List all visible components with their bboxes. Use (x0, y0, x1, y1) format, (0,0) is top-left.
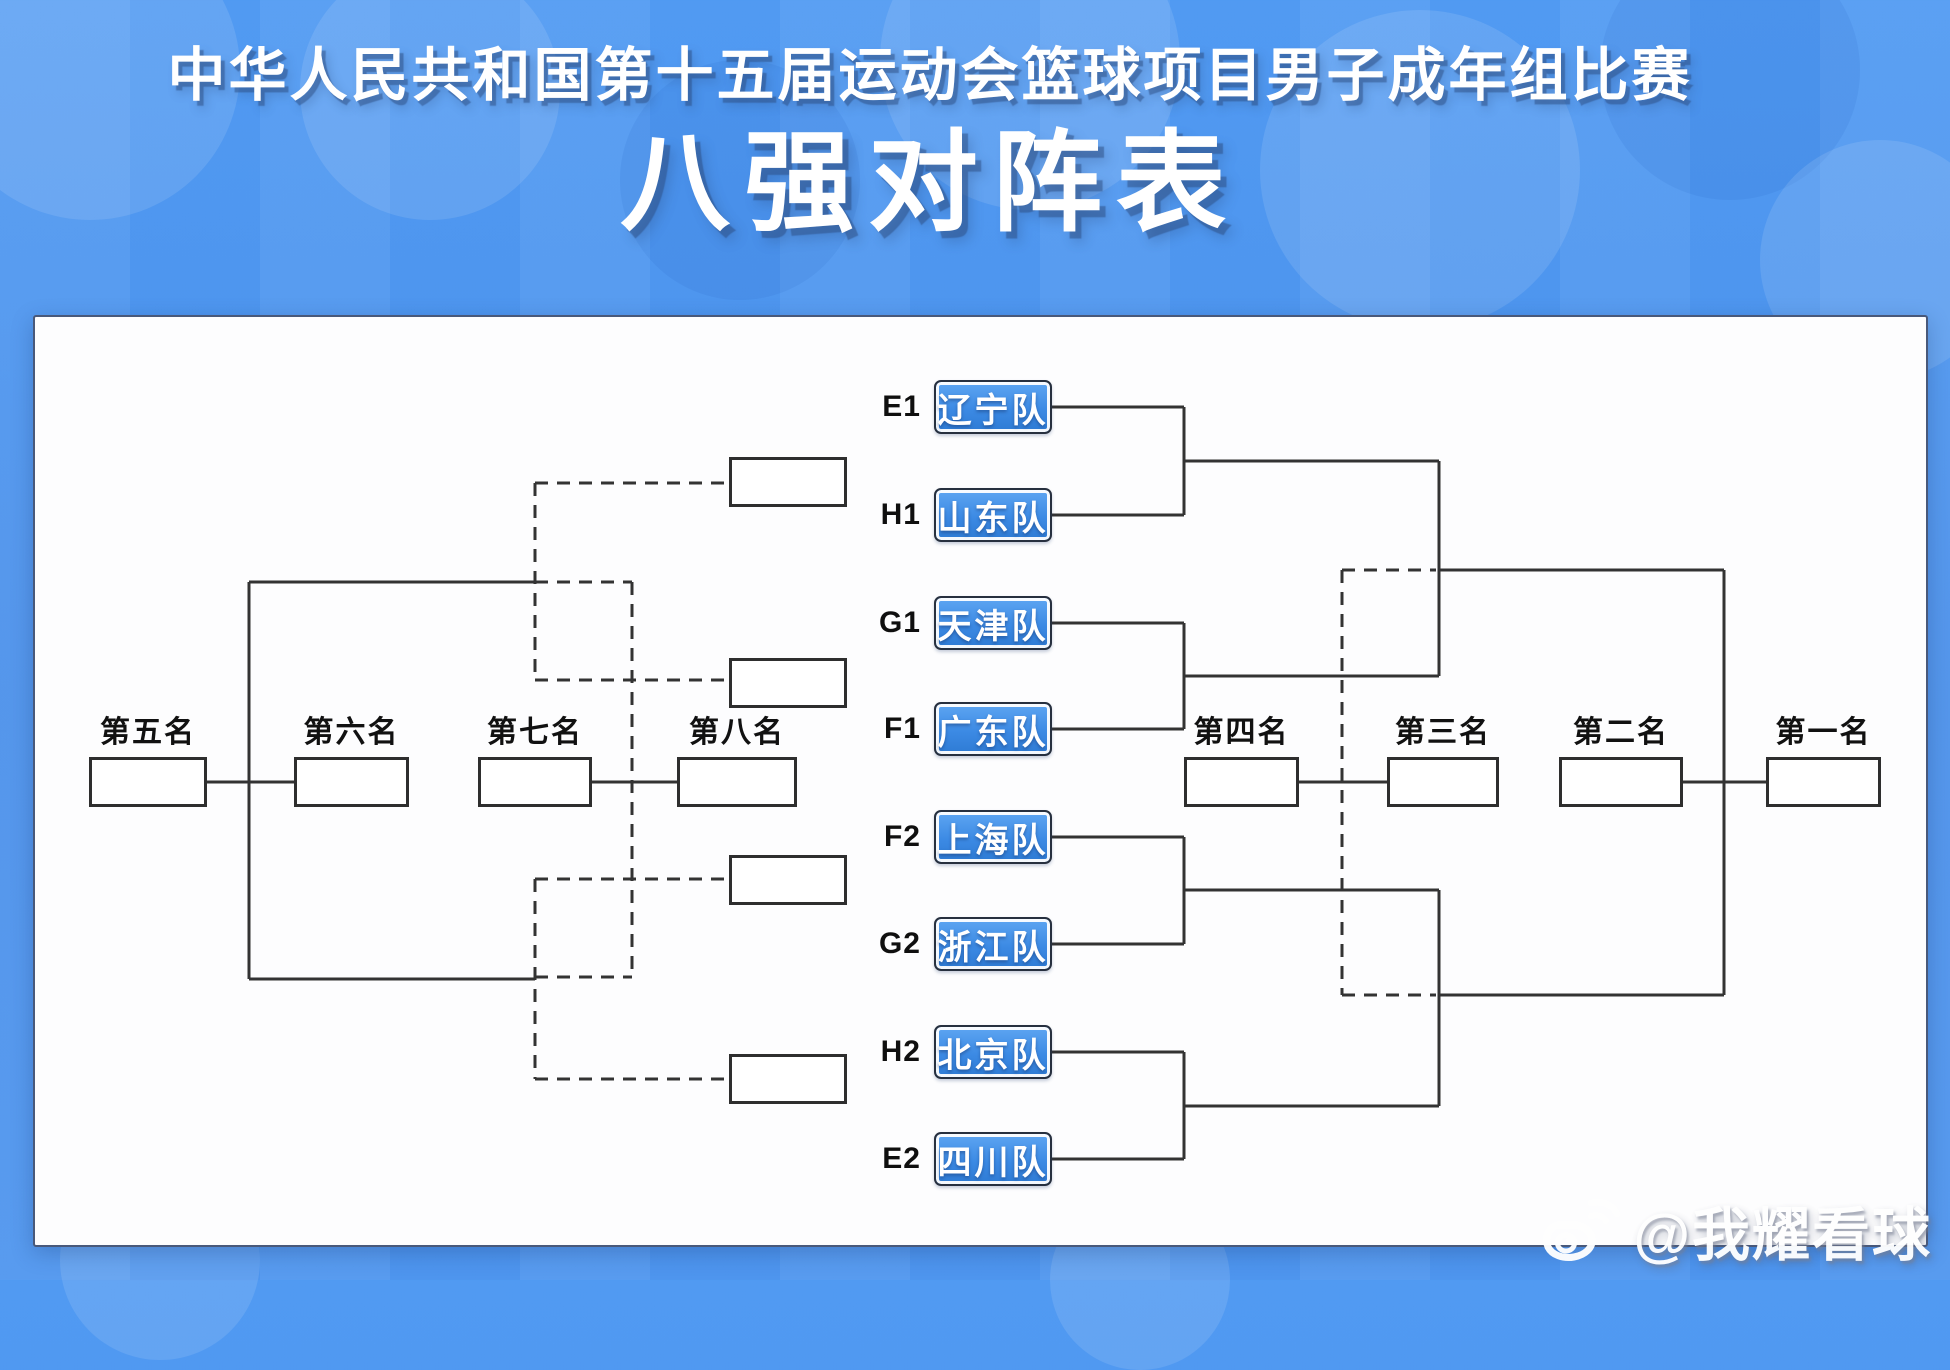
page: { "header": { "title": "中华人民共和国第十五届运动会篮球… (0, 0, 1950, 1280)
team-name: 山东队 (937, 499, 1049, 538)
team-row-h1: H1 山东队 (815, 488, 1052, 542)
placement-box-3rd (1387, 757, 1499, 807)
bracket-lines (207, 405, 1766, 1161)
placement-box-2nd (1559, 757, 1683, 807)
team-name: 辽宁队 (937, 391, 1049, 430)
placement-box-1st (1766, 757, 1881, 807)
team-box: 浙江队 (934, 917, 1052, 971)
placement-label-3rd: 第三名 (1395, 716, 1491, 749)
team-box: 北京队 (934, 1025, 1052, 1079)
bracket-panel: 第五名 第六名 第七名 第八名 第四名 第三名 第二名 第一名 E1 辽宁队 H… (33, 315, 1928, 1247)
seed-label: H1 (880, 498, 921, 531)
consolation-box-2 (729, 658, 847, 708)
team-box: 天津队 (934, 596, 1052, 650)
placement-box-4th (1184, 757, 1299, 807)
watermark-handle: @我耀看球 (1633, 1203, 1932, 1268)
team-row-g2: G2 浙江队 (815, 917, 1052, 971)
team-box: 四川队 (934, 1132, 1052, 1186)
seed-label: G2 (878, 927, 921, 960)
placement-label-1st: 第一名 (1775, 716, 1872, 749)
header: 中华人民共和国第十五届运动会篮球项目男子成年组比赛 八强对阵表 (0, 40, 1860, 241)
placement-label-6th: 第六名 (303, 716, 400, 749)
team-name: 广东队 (937, 713, 1049, 752)
consolation-box-4 (729, 1054, 847, 1104)
placement-label-7th: 第七名 (487, 716, 583, 749)
placement-label-4th: 第四名 (1193, 716, 1290, 749)
placement-box-8th (677, 757, 797, 807)
seed-label: E2 (882, 1142, 921, 1175)
seed-label: H2 (880, 1035, 921, 1068)
consolation-box-3 (729, 855, 847, 905)
seed-label: F1 (883, 712, 921, 745)
team-box: 广东队 (934, 702, 1052, 756)
watermark: @我耀看球 (1539, 1188, 1932, 1272)
placement-box-6th (294, 757, 409, 807)
background-circle (300, 0, 560, 220)
team-row-e2: E2 四川队 (815, 1132, 1052, 1186)
team-box: 山东队 (934, 488, 1052, 542)
team-name: 上海队 (937, 821, 1049, 860)
team-name: 天津队 (937, 607, 1049, 646)
background-circle (620, 60, 860, 300)
team-name: 北京队 (937, 1036, 1049, 1075)
team-row-f2: F2 上海队 (815, 810, 1052, 864)
seed-label: G1 (878, 606, 921, 639)
seed-label: F2 (883, 820, 921, 853)
placement-label-2nd: 第二名 (1573, 716, 1669, 749)
page-title: 中华人民共和国第十五届运动会篮球项目男子成年组比赛 (167, 43, 1693, 108)
background-circle (1600, 0, 1860, 200)
consolation-box-1 (729, 457, 847, 507)
team-row-e1: E1 辽宁队 (815, 380, 1052, 434)
placement-label-5th: 第五名 (100, 716, 196, 749)
team-name: 浙江队 (937, 928, 1049, 967)
team-row-f1: F1 广东队 (815, 702, 1052, 756)
team-row-g1: G1 天津队 (815, 596, 1052, 650)
team-box: 辽宁队 (934, 380, 1052, 434)
seed-label: E1 (882, 390, 921, 423)
placement-box-7th (478, 757, 592, 807)
page-subtitle: 八强对阵表 (620, 122, 1240, 245)
placement-label-8th: 第八名 (689, 716, 785, 749)
team-row-h2: H2 北京队 (815, 1025, 1052, 1079)
weibo-eye-icon (1543, 1199, 1621, 1261)
placement-box-5th (89, 757, 207, 807)
background-circle (1260, 10, 1580, 330)
team-box: 上海队 (934, 810, 1052, 864)
team-name: 四川队 (937, 1143, 1049, 1182)
